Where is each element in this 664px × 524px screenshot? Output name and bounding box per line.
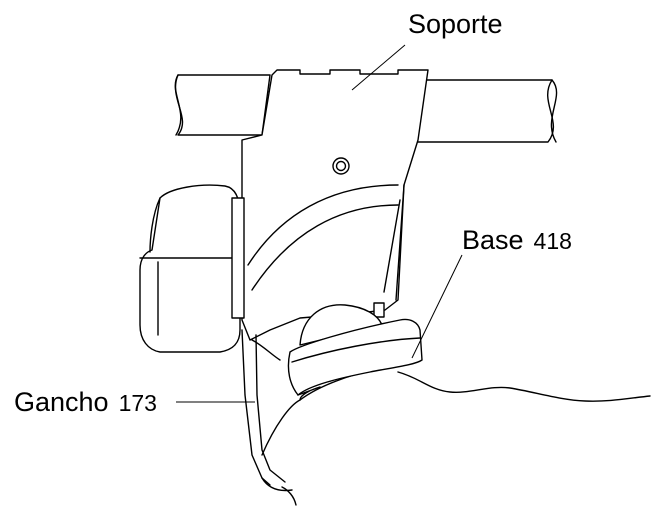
base-part (287, 304, 651, 402)
rail-bar (174, 74, 558, 143)
label-base-number: 418 (534, 228, 572, 254)
label-base: Base 418 (462, 225, 572, 255)
label-base-text: Base (462, 225, 524, 255)
side-knob (139, 184, 245, 353)
label-gancho-number: 173 (119, 390, 157, 416)
leader-soporte (351, 44, 406, 91)
label-soporte: Soporte (408, 9, 503, 39)
leader-base (411, 254, 463, 359)
label-gancho: Gancho 173 (14, 387, 157, 417)
support-body (241, 69, 429, 341)
label-gancho-text: Gancho (14, 387, 109, 417)
hook-part (241, 329, 297, 506)
